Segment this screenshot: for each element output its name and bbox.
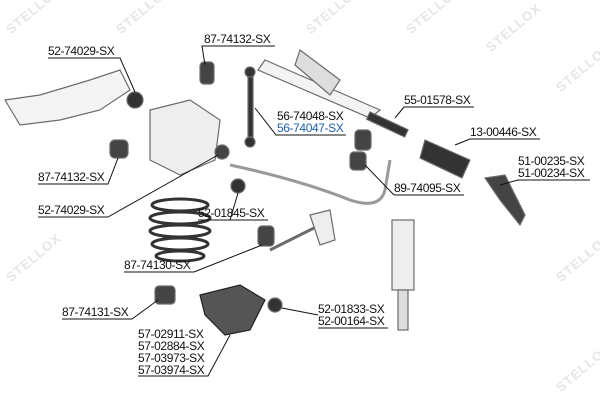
- part-label-56-74048[interactable]: 56-74048-SX: [277, 109, 344, 123]
- part-label-57-02884[interactable]: 57-02884-SX: [138, 339, 205, 353]
- part-label-52-01845[interactable]: 52-01845-SX: [198, 206, 265, 220]
- leader-lines: [38, 45, 590, 377]
- part-label-87-74131[interactable]: 87-74131-SX: [62, 305, 129, 319]
- part-label-57-03973[interactable]: 57-03973-SX: [138, 351, 205, 365]
- parts-outline: [4, 49, 526, 336]
- part-label-52-74029[interactable]: 52-74029-SX: [48, 44, 115, 58]
- part-label-57-03974[interactable]: 57-03974-SX: [138, 363, 205, 377]
- part-label-52-74029-left[interactable]: 52-74029-SX: [38, 203, 105, 217]
- part-label-87-74132-left[interactable]: 87-74132-SX: [38, 170, 105, 184]
- part-label-57-02911[interactable]: 57-02911-SX: [138, 327, 204, 341]
- part-label-87-74132[interactable]: 87-74132-SX: [204, 32, 271, 46]
- part-label-87-74130[interactable]: 87-74130-SX: [124, 258, 191, 272]
- part-label-52-00164[interactable]: 52-00164-SX: [318, 314, 385, 328]
- part-label-13-00446[interactable]: 13-00446-SX: [470, 125, 537, 139]
- part-label-51-00235[interactable]: 51-00235-SX: [518, 154, 585, 168]
- part-label-89-74095[interactable]: 89-74095-SX: [394, 181, 461, 195]
- part-label-56-74047[interactable]: 56-74047-SX: [277, 121, 344, 135]
- part-label-55-01578[interactable]: 55-01578-SX: [404, 93, 471, 107]
- part-label-52-01833[interactable]: 52-01833-SX: [318, 302, 385, 316]
- part-label-51-00234[interactable]: 51-00234-SX: [518, 166, 585, 180]
